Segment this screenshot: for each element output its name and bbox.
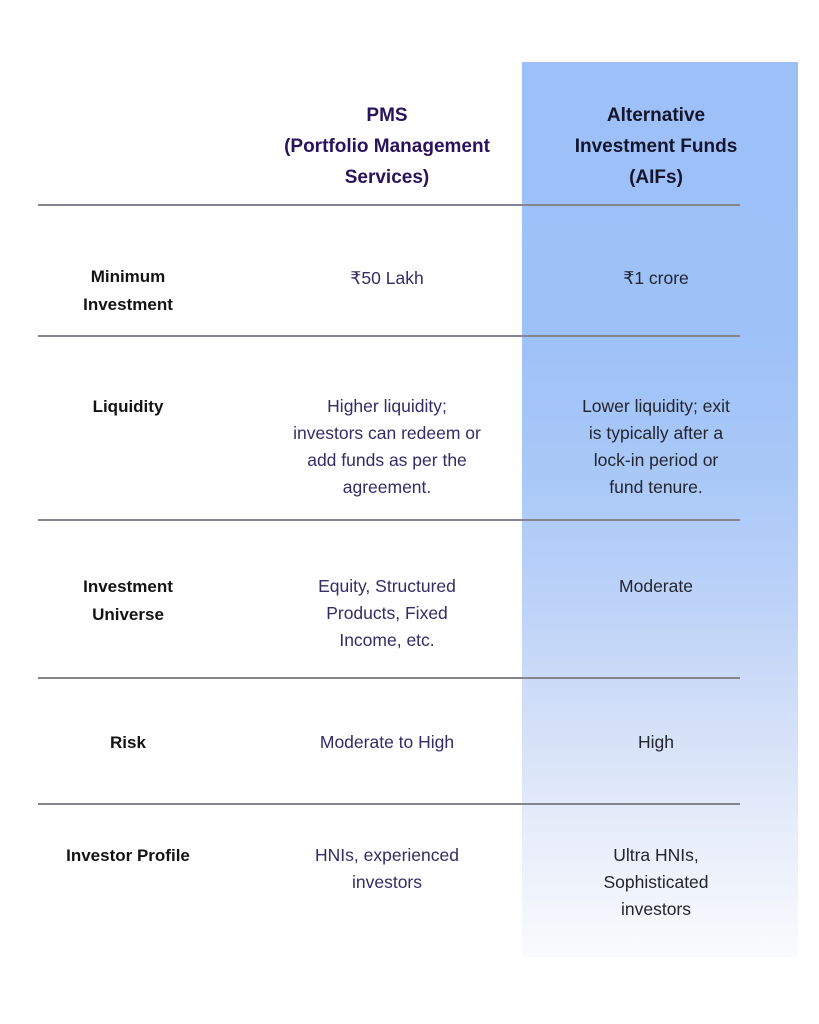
aif-cell-liquidity: Lower liquidity; exit is typically after… [582,396,730,497]
row-label-investment-universe: Investment Universe [83,577,173,624]
row-label-minimum-investment: Minimum Investment [83,267,173,314]
row-label-investor-profile: Investor Profile [66,846,190,865]
pms-column-header: PMS (Portfolio Management Services) [284,105,490,188]
row-divider [38,335,740,337]
pms-cell-investor-profile: HNIs, experienced investors [315,845,459,892]
row-divider [38,519,740,521]
pms-cell-risk: Moderate to High [319,732,455,752]
aif-cell-investment-universe: Moderate [619,576,693,596]
row-divider [38,204,740,206]
aif-cell-risk: High [638,732,674,752]
aif-column-header: Alternative Investment Funds (AIFs) [574,105,738,188]
aif-cell-minimum-investment: ₹1 crore [623,268,689,288]
row-divider [38,677,740,679]
row-divider [38,803,740,805]
pms-cell-liquidity: Higher liquidity; investors can redeem o… [293,396,481,497]
row-label-liquidity: Liquidity [92,397,164,416]
aif-column-highlight-band [522,62,798,957]
row-label-risk: Risk [110,733,146,752]
pms-cell-investment-universe: Equity, Structured Products, Fixed Incom… [318,576,456,650]
pms-cell-minimum-investment: ₹50 Lakh [350,268,424,288]
aif-cell-investor-profile: Ultra HNIs, Sophisticated investors [603,845,709,919]
